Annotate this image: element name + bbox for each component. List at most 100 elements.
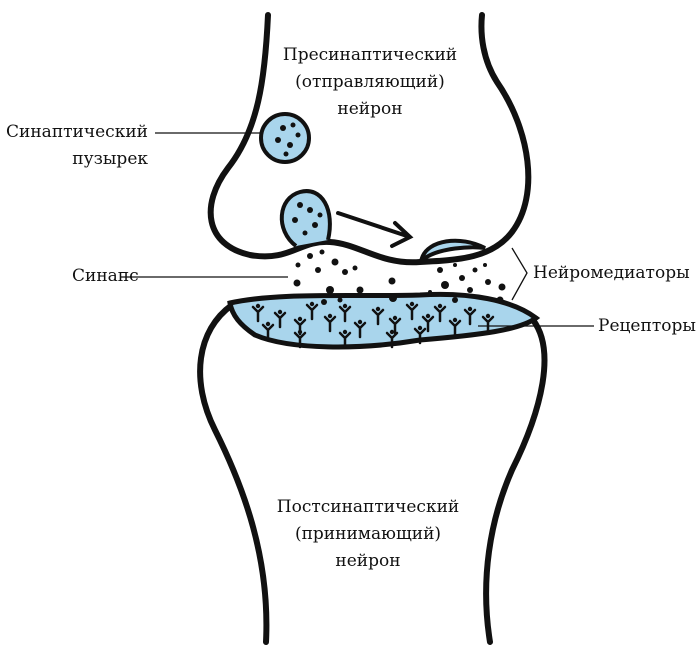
vesicle-label-line: пузырек (72, 149, 148, 169)
receptor-icon (338, 305, 352, 323)
neurotransmitter-dot (292, 217, 298, 223)
bound-neurotransmitter-dot (425, 313, 431, 319)
receptor-icon (371, 308, 385, 326)
neurotransmitters-bracket (511, 247, 528, 301)
neurotransmitter-dot (312, 222, 318, 228)
neurotransmitter-dot (319, 249, 325, 255)
bound-neurotransmitter-dot (375, 306, 381, 312)
postsynaptic-label: Постсинаптический (принимающий) нейрон (277, 494, 459, 575)
postsynaptic-label-line: (принимающий) (294, 524, 442, 544)
bound-neurotransmitter-dot (297, 316, 303, 322)
bound-neurotransmitter-dot (309, 301, 315, 307)
neurotransmitter-dot (459, 275, 465, 281)
receptor-icon (388, 317, 402, 335)
bound-neurotransmitter-dot (409, 301, 415, 307)
receptor-icon (413, 327, 427, 345)
receptors-label: Рецепторы (598, 316, 696, 336)
postsynaptic-neuron-left-outline (197, 302, 270, 645)
neurotransmitter-dot (287, 142, 293, 148)
receptor-icon (463, 308, 477, 326)
receptor-icon (353, 321, 367, 339)
neurotransmitters-label: Нейромедиаторы (533, 263, 690, 283)
released-vesicle (419, 238, 486, 260)
presynaptic-label-line: Пресинаптический (282, 45, 458, 65)
receptors (251, 301, 495, 349)
bound-neurotransmitter-dot (389, 329, 395, 335)
bound-neurotransmitter-dot (392, 315, 398, 321)
neurotransmitter-dot (483, 263, 487, 267)
neurotransmitter-dot (485, 279, 491, 285)
bound-neurotransmitter-dot (277, 309, 283, 315)
neurotransmitter-dot (331, 258, 339, 266)
neurotransmitter-dot (498, 283, 506, 291)
neurotransmitter-dot (275, 137, 281, 143)
bound-neurotransmitter-dot (467, 306, 473, 312)
receptor-icon (261, 323, 275, 341)
neurotransmitter-dot (441, 281, 449, 289)
neurotransmitter-dot (295, 132, 301, 138)
postsynaptic-label-line: нейрон (335, 551, 401, 571)
receptor-icon (323, 315, 337, 333)
neurotransmitter-dot (453, 263, 457, 267)
synaptic-vesicle (259, 112, 311, 164)
neurotransmitter-dot (290, 122, 296, 128)
neurotransmitter-dot (283, 151, 289, 157)
neurotransmitter-dot (452, 297, 458, 303)
bound-neurotransmitter-dot (327, 313, 333, 319)
presynaptic-neuron-outline (207, 12, 532, 266)
neurotransmitter-dot (326, 286, 334, 294)
bound-neurotransmitter-dot (255, 303, 261, 309)
neurotransmitter-dot (472, 267, 478, 273)
neurotransmitter-dot (428, 290, 432, 294)
postsynaptic-label-line: Постсинаптический (276, 497, 460, 517)
neurotransmitter-dot (321, 299, 327, 305)
bound-neurotransmitter-dot (297, 329, 303, 335)
neurotransmitter-dot (317, 212, 323, 218)
neurotransmitter-dots (275, 122, 506, 305)
neurotransmitter-dot (389, 294, 397, 302)
receptor-icon (251, 305, 265, 323)
receptor-icon (305, 303, 319, 321)
bound-neurotransmitter-dot (452, 317, 458, 323)
neurotransmitter-dot (467, 287, 473, 293)
receptor-icon (448, 319, 462, 337)
bound-neurotransmitter-dot (437, 303, 443, 309)
receptor-icon (385, 331, 399, 349)
fusing-vesicle (279, 189, 332, 248)
arrow-icon (336, 211, 414, 248)
neurotransmitter-dot (496, 296, 504, 304)
vesicle-label-line: Синаптический (6, 122, 148, 142)
neurotransmitter-dot (388, 277, 396, 285)
neurotransmitter-dot (293, 279, 301, 287)
vesicle-label: Синаптический пузырек (6, 119, 148, 173)
bound-neurotransmitter-dot (342, 329, 348, 335)
neurotransmitter-dot (280, 125, 286, 131)
neurotransmitter-dot (337, 297, 343, 303)
neurotransmitter-dot (307, 253, 313, 259)
neurotransmitter-dot (352, 265, 358, 271)
neurotransmitter-dot (315, 267, 321, 273)
receptor-icon (433, 305, 447, 323)
receptor-icon (405, 303, 419, 321)
bound-neurotransmitter-dot (417, 325, 423, 331)
receptor-icon (273, 311, 287, 329)
neurotransmitter-dot (295, 262, 301, 268)
neurotransmitter-dot (307, 207, 313, 213)
postsynaptic-neuron-right-outline (483, 317, 548, 645)
bound-neurotransmitter-dot (357, 319, 363, 325)
neurotransmitter-dot (437, 267, 443, 273)
bound-neurotransmitter-dot (485, 313, 491, 319)
bound-neurotransmitter-dot (265, 321, 271, 327)
neurotransmitter-dot (356, 286, 364, 294)
presynaptic-label-line: (отправляющий) (295, 72, 445, 92)
neurotransmitter-dot (297, 202, 303, 208)
neurotransmitter-dot (342, 269, 348, 275)
receptor-icon (421, 315, 435, 333)
synapse-label: Синапс (72, 266, 139, 286)
neurotransmitter-dot (302, 230, 308, 236)
presynaptic-label-line: нейрон (337, 99, 403, 119)
bound-neurotransmitter-dot (342, 303, 348, 309)
receptor-icon (338, 331, 352, 349)
